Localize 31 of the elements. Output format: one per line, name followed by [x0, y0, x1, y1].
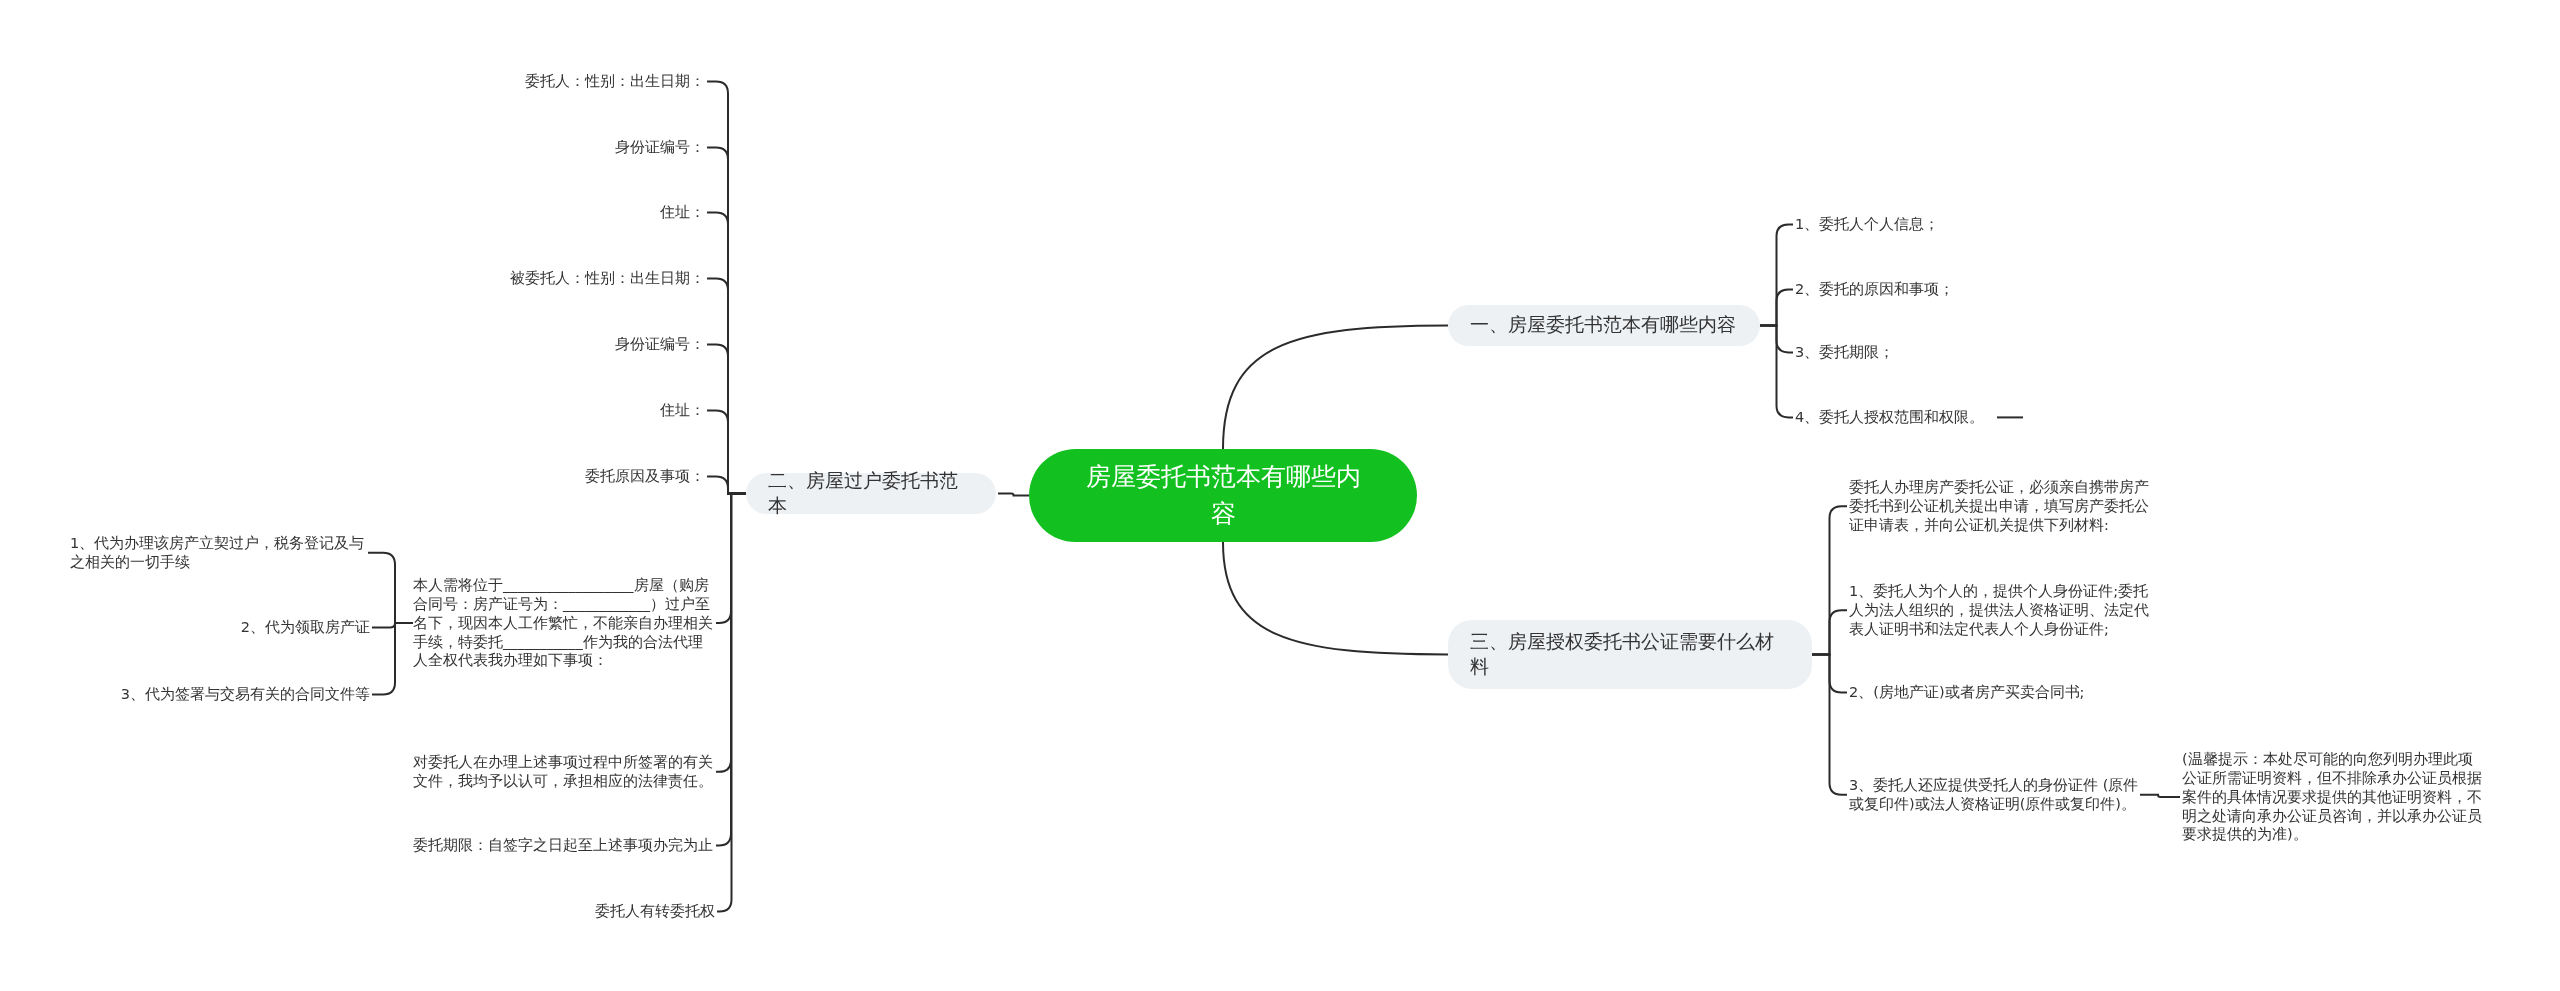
topic-text: (温馨提示：本处尽可能的向您列明办理此项公证所需证明资料，但不排除承办公证员根据案件的具体情况要求提供的其他证明资料，不明之处请向承办公证员咨询，并以承办公证员要求提供的为准)。: [2182, 750, 2482, 845]
topic-text: 3、委托期限；: [1795, 343, 1896, 362]
topic-text: 1、代为办理该房产立契过户，税务登记及与之相关的一切手续: [70, 534, 366, 572]
branch-topic: 二、房屋过户委托书范本: [746, 473, 996, 514]
central-topic: 房屋委托书范本有哪些内容: [1029, 449, 1417, 542]
topic-text: 1、委托人为个人的，提供个人身份证件;委托人为法人组织的，提供法人资格证明、法定代表人证明书和法定代表人个人身份证件;: [1849, 582, 2149, 639]
topic-text: 本人需将位于__________________房屋（购房合同号：房产证号为：____________）过户至名下，现因本人工作繁忙，不能亲自办理相关手续，特委托___________作为我的合法代理人全权代表我办理如下事项：: [413, 576, 714, 671]
topic-text: 被委托人：性别：出生日期：: [509, 269, 705, 288]
topic-text: 1、委托人个人信息；: [1795, 215, 1941, 234]
branch-connector: [997, 492, 1030, 497]
topic-text: 身份证编号：: [614, 138, 705, 157]
branch-topic: 一、房屋委托书范本有哪些内容: [1448, 305, 1760, 346]
topic-text: 住址：: [659, 203, 705, 222]
topic-text: 委托人：性别：出生日期：: [524, 72, 705, 91]
topic-text: 2、委托的原因和事项；: [1795, 280, 1956, 299]
branch-connector: [1222, 324, 1449, 450]
topic-text: 住址：: [659, 401, 705, 420]
topic-text: 对委托人在办理上述事项过程中所签署的有关文件，我均予以认可，承担相应的法律责任。: [413, 753, 714, 791]
topic-text: 3、代为签署与交易有关的合同文件等: [119, 685, 370, 704]
topic-text: 委托人有转委托权: [594, 902, 715, 921]
topic-text: 委托人办理房产委托公证，必须亲自携带房产委托书到公证机关提出申请，填写房产委托公证申请表，并向公证机关提供下列材料:: [1849, 478, 2149, 535]
topic-text: 4、委托人授权范围和权限。: [1795, 408, 1985, 427]
branch-topic: 三、房屋授权委托书公证需要什么材料: [1448, 620, 1812, 689]
branch-connector: [1222, 541, 1449, 656]
topic-text: 2、(房地产证)或者房产买卖合同书;: [1849, 683, 2086, 702]
topic-text: 委托原因及事项：: [584, 467, 705, 486]
topic-text: 委托期限：自签字之日起至上述事项办完为止: [413, 836, 714, 855]
branch-connector: [2139, 793, 2181, 799]
topic-text: 2、代为领取房产证: [239, 618, 370, 637]
topic-text: 身份证编号：: [614, 335, 705, 354]
topic-text: 3、委托人还应提供受托人的身份证件 (原件或复印件)或法人资格证明(原件或复印件)。: [1849, 776, 2140, 814]
